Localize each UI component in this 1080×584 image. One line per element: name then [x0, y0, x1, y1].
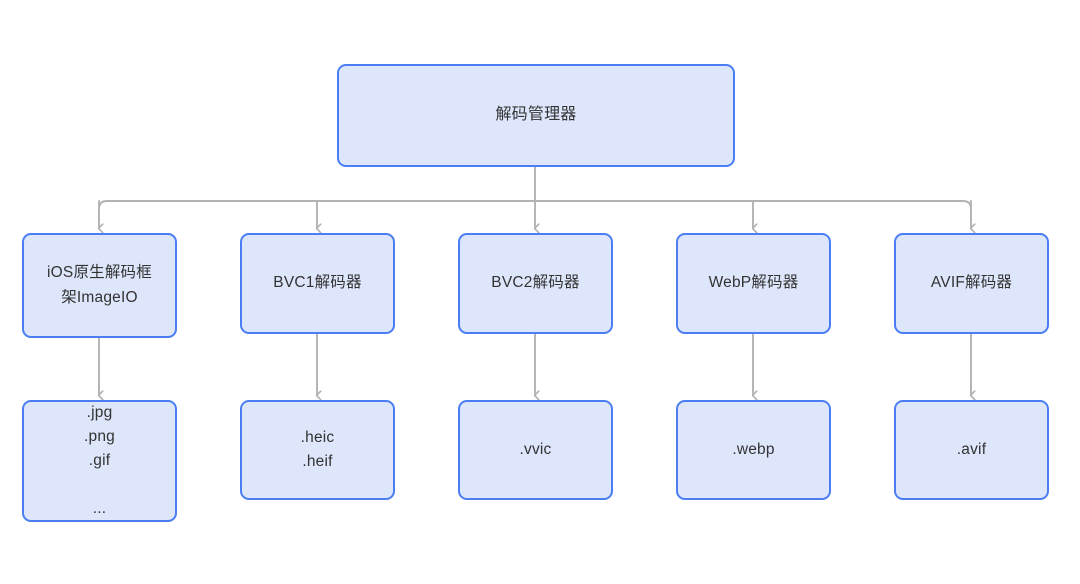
- node-formats-avif[interactable]: .avif: [894, 400, 1049, 500]
- edge-bus-right-corner: [962, 200, 972, 210]
- node-formats-webp[interactable]: .webp: [676, 400, 831, 500]
- node-decoder-avif[interactable]: AVIF解码器: [894, 233, 1049, 334]
- edge-bus-left-corner: [98, 200, 108, 210]
- node-formats-bvc2[interactable]: .vvic: [458, 400, 613, 500]
- node-decoder-webp[interactable]: WebP解码器: [676, 233, 831, 334]
- node-decoder-bvc1[interactable]: BVC1解码器: [240, 233, 395, 334]
- node-formats-bvc1[interactable]: .heic .heif: [240, 400, 395, 500]
- node-decoder-imageio[interactable]: iOS原生解码框 架ImageIO: [22, 233, 177, 338]
- node-formats-imageio[interactable]: .jpg .png .gif ...: [22, 400, 177, 522]
- node-decode-manager[interactable]: 解码管理器: [337, 64, 735, 167]
- node-decoder-bvc2[interactable]: BVC2解码器: [458, 233, 613, 334]
